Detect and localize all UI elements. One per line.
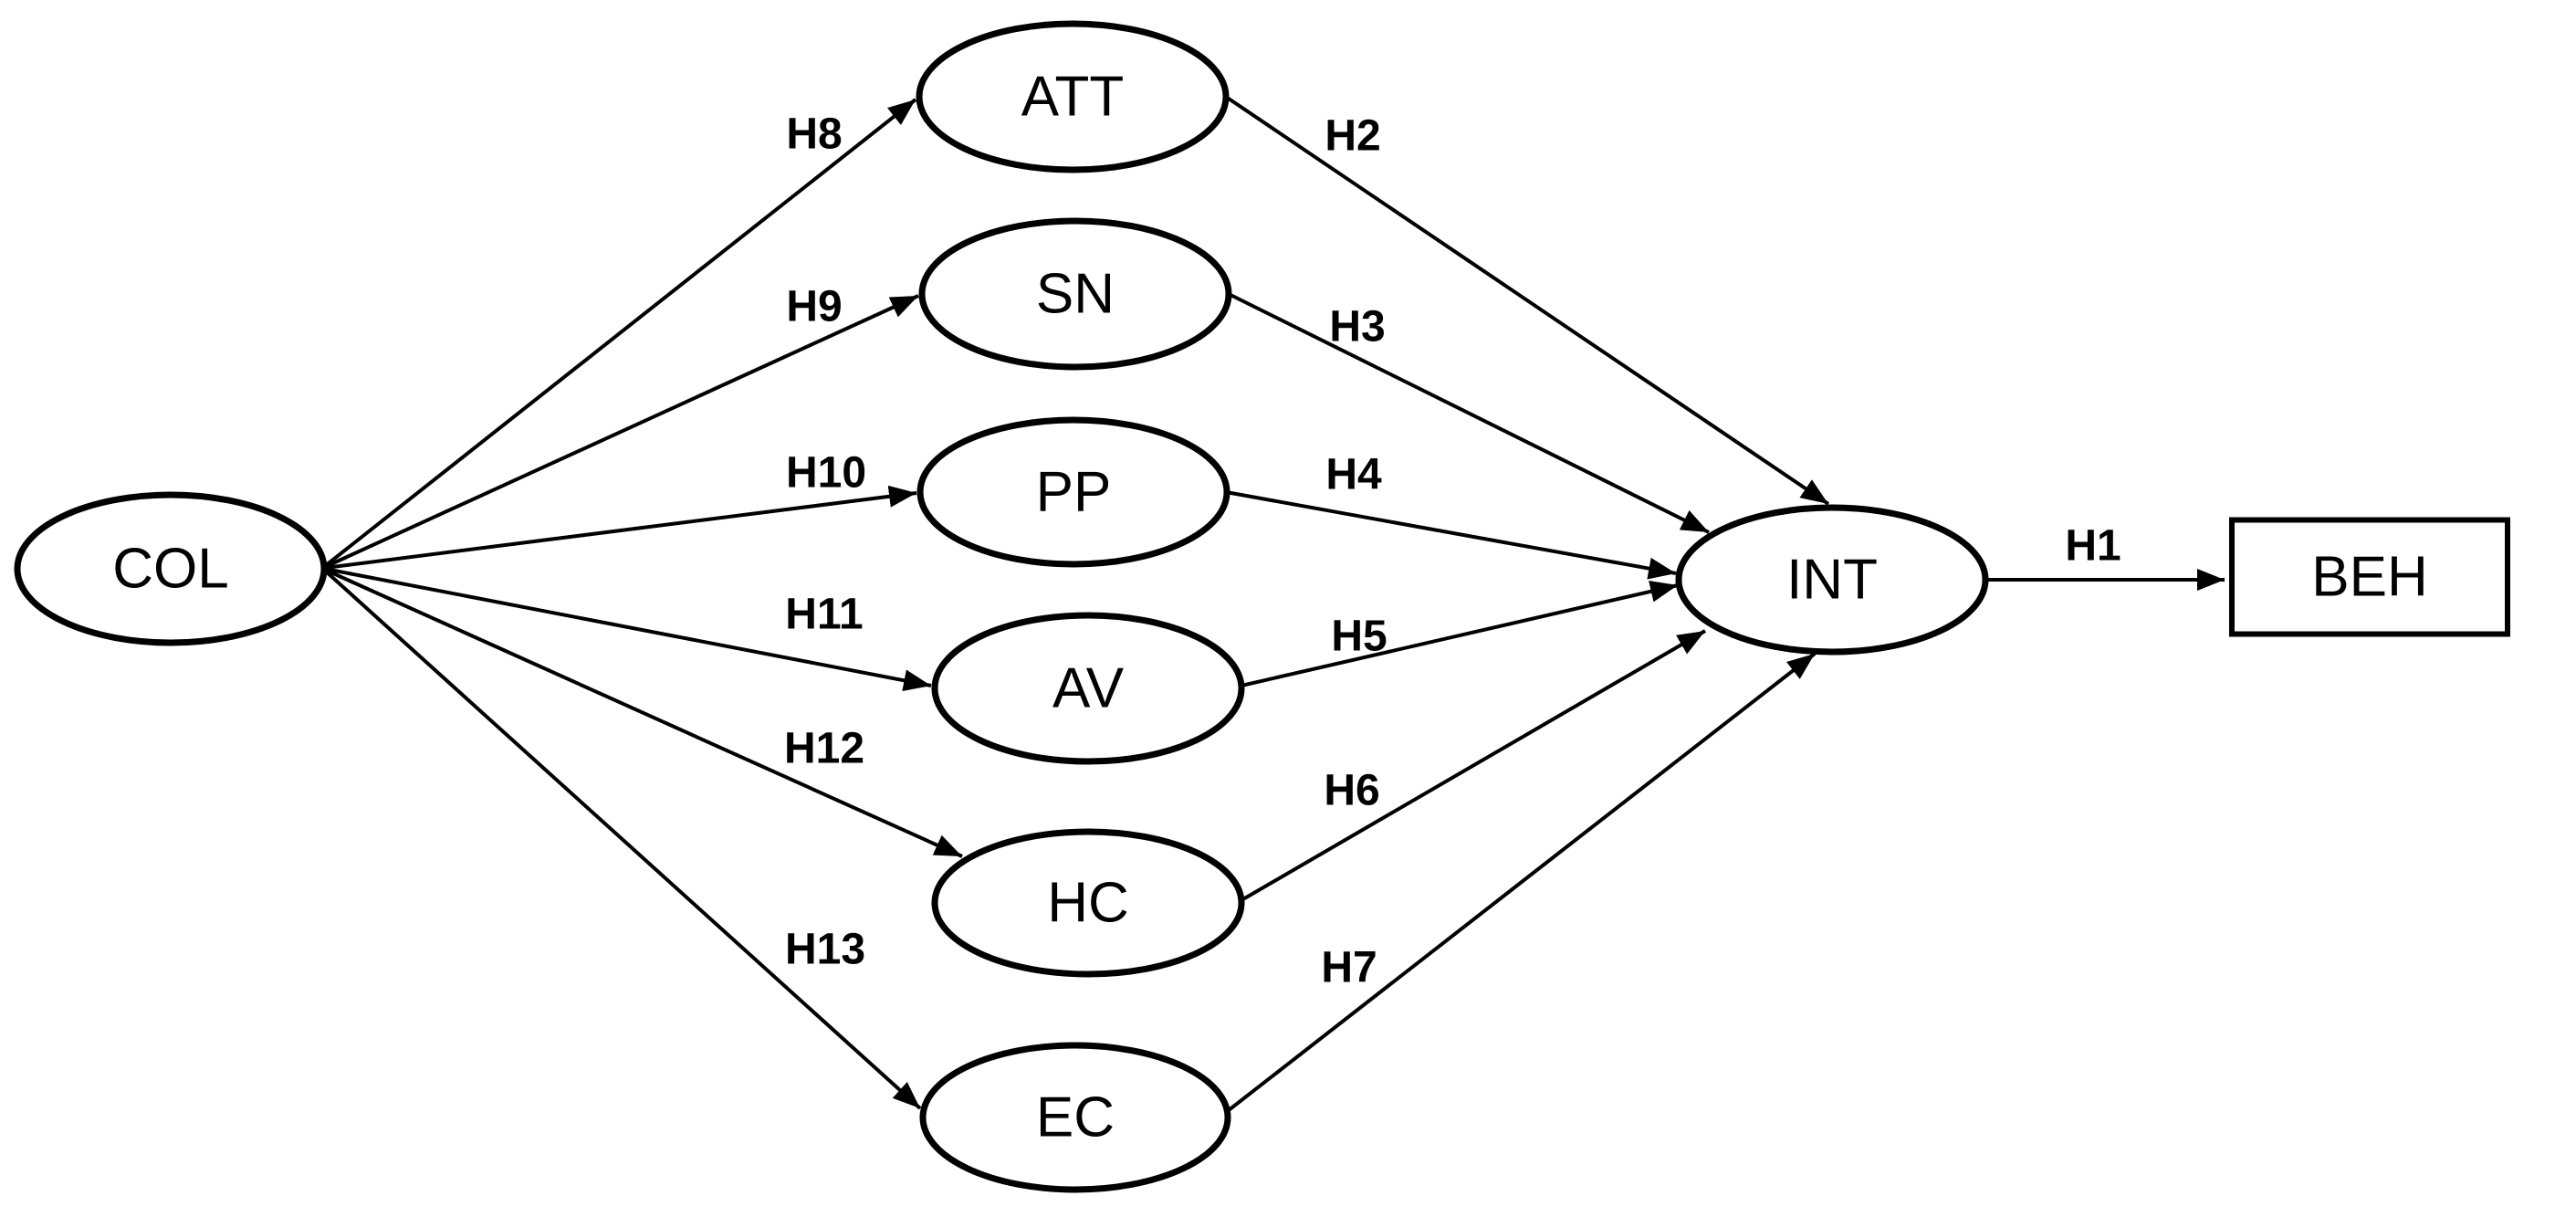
edge-arrow-h12 [324, 568, 963, 858]
node-ec-shape [919, 1042, 1231, 1193]
node-pp-shape [916, 416, 1230, 568]
edge-arrow-h7 [1227, 652, 1817, 1112]
edge-label-h13: H13 [785, 926, 865, 974]
node-pp-label: PP [1036, 461, 1112, 524]
edge-arrow-h6 [1240, 629, 1707, 902]
node-int-shape [1675, 504, 1989, 656]
edge-arrow-h11 [324, 567, 932, 692]
node-av-label: AV [1052, 657, 1125, 720]
node-hc-shape [931, 828, 1245, 978]
edge-arrow-h5 [1241, 581, 1679, 687]
edge-label-h9: H9 [786, 283, 842, 331]
node-att-shape [916, 20, 1230, 173]
edge-label-h5: H5 [1331, 613, 1387, 661]
node-col-label: COL [112, 538, 228, 601]
edge-arrow-h3 [1228, 292, 1710, 534]
edge-label-h11: H11 [785, 591, 863, 639]
node-beh-shape [2229, 517, 2510, 637]
edge-arrow-h2 [1224, 95, 1830, 506]
node-hc-label: HC [1047, 872, 1129, 935]
node-av-shape [931, 612, 1245, 765]
edge-arrow-h13 [323, 569, 922, 1110]
edge-label-h7: H7 [1321, 944, 1377, 992]
edge-arrow-h10 [324, 485, 917, 570]
edge-label-h8: H8 [786, 110, 842, 159]
node-col-shape [14, 491, 328, 646]
edge-label-h10: H10 [786, 449, 866, 498]
node-int-label: INT [1786, 549, 1878, 612]
edge-label-h6: H6 [1324, 767, 1379, 815]
edge-label-h4: H4 [1325, 451, 1382, 499]
edge-arrow-h8 [323, 98, 917, 568]
node-att-label: ATT [1021, 66, 1125, 129]
edge-label-h12: H12 [784, 725, 864, 773]
node-ec-label: EC [1036, 1086, 1115, 1149]
node-beh-label: BEH [2311, 546, 2427, 609]
edge-label-h2: H2 [1325, 112, 1380, 161]
edge-arrow-h9 [324, 294, 919, 569]
edge-label-h3: H3 [1329, 303, 1385, 351]
node-sn-shape [918, 217, 1232, 371]
edge-label-h1: H1 [2065, 522, 2120, 571]
node-sn-label: SN [1036, 263, 1115, 326]
edge-arrow-h4 [1225, 490, 1677, 580]
